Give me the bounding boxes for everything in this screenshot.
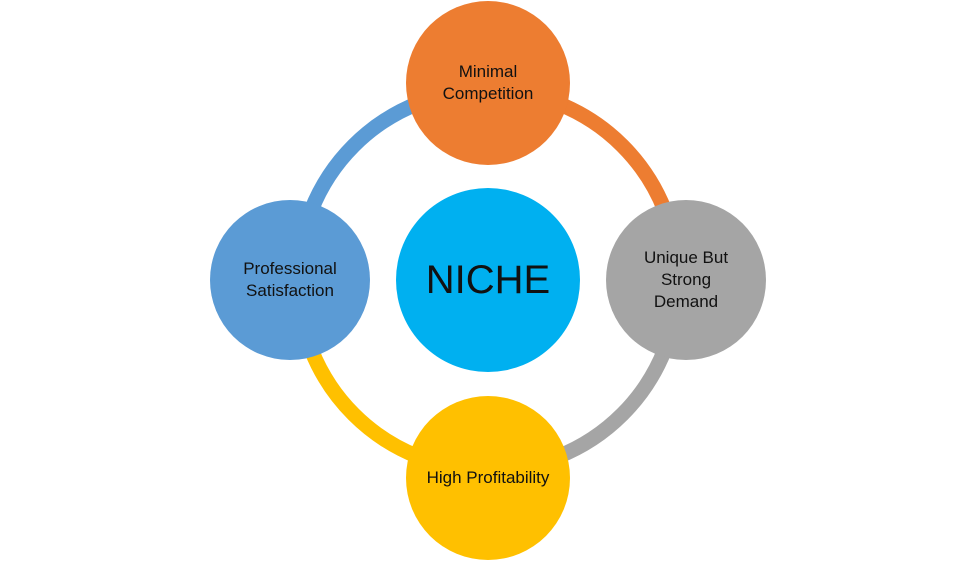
node-high-profitability: High Profitability [406, 396, 570, 560]
node-unique-demand: Unique But Strong Demand [606, 200, 766, 360]
node-label: Unique But Strong Demand [643, 248, 729, 311]
node-label: High Profitability [426, 468, 550, 487]
center-circle-niche: NICHE [396, 188, 580, 372]
node-label: Minimal Competition [442, 62, 534, 103]
center-label: NICHE [425, 258, 551, 302]
node-minimal-competition: Minimal Competition [406, 1, 570, 165]
node-label: Professional Satisfaction [243, 259, 337, 300]
node-professional-satisfaction: Professional Satisfaction [210, 200, 370, 360]
